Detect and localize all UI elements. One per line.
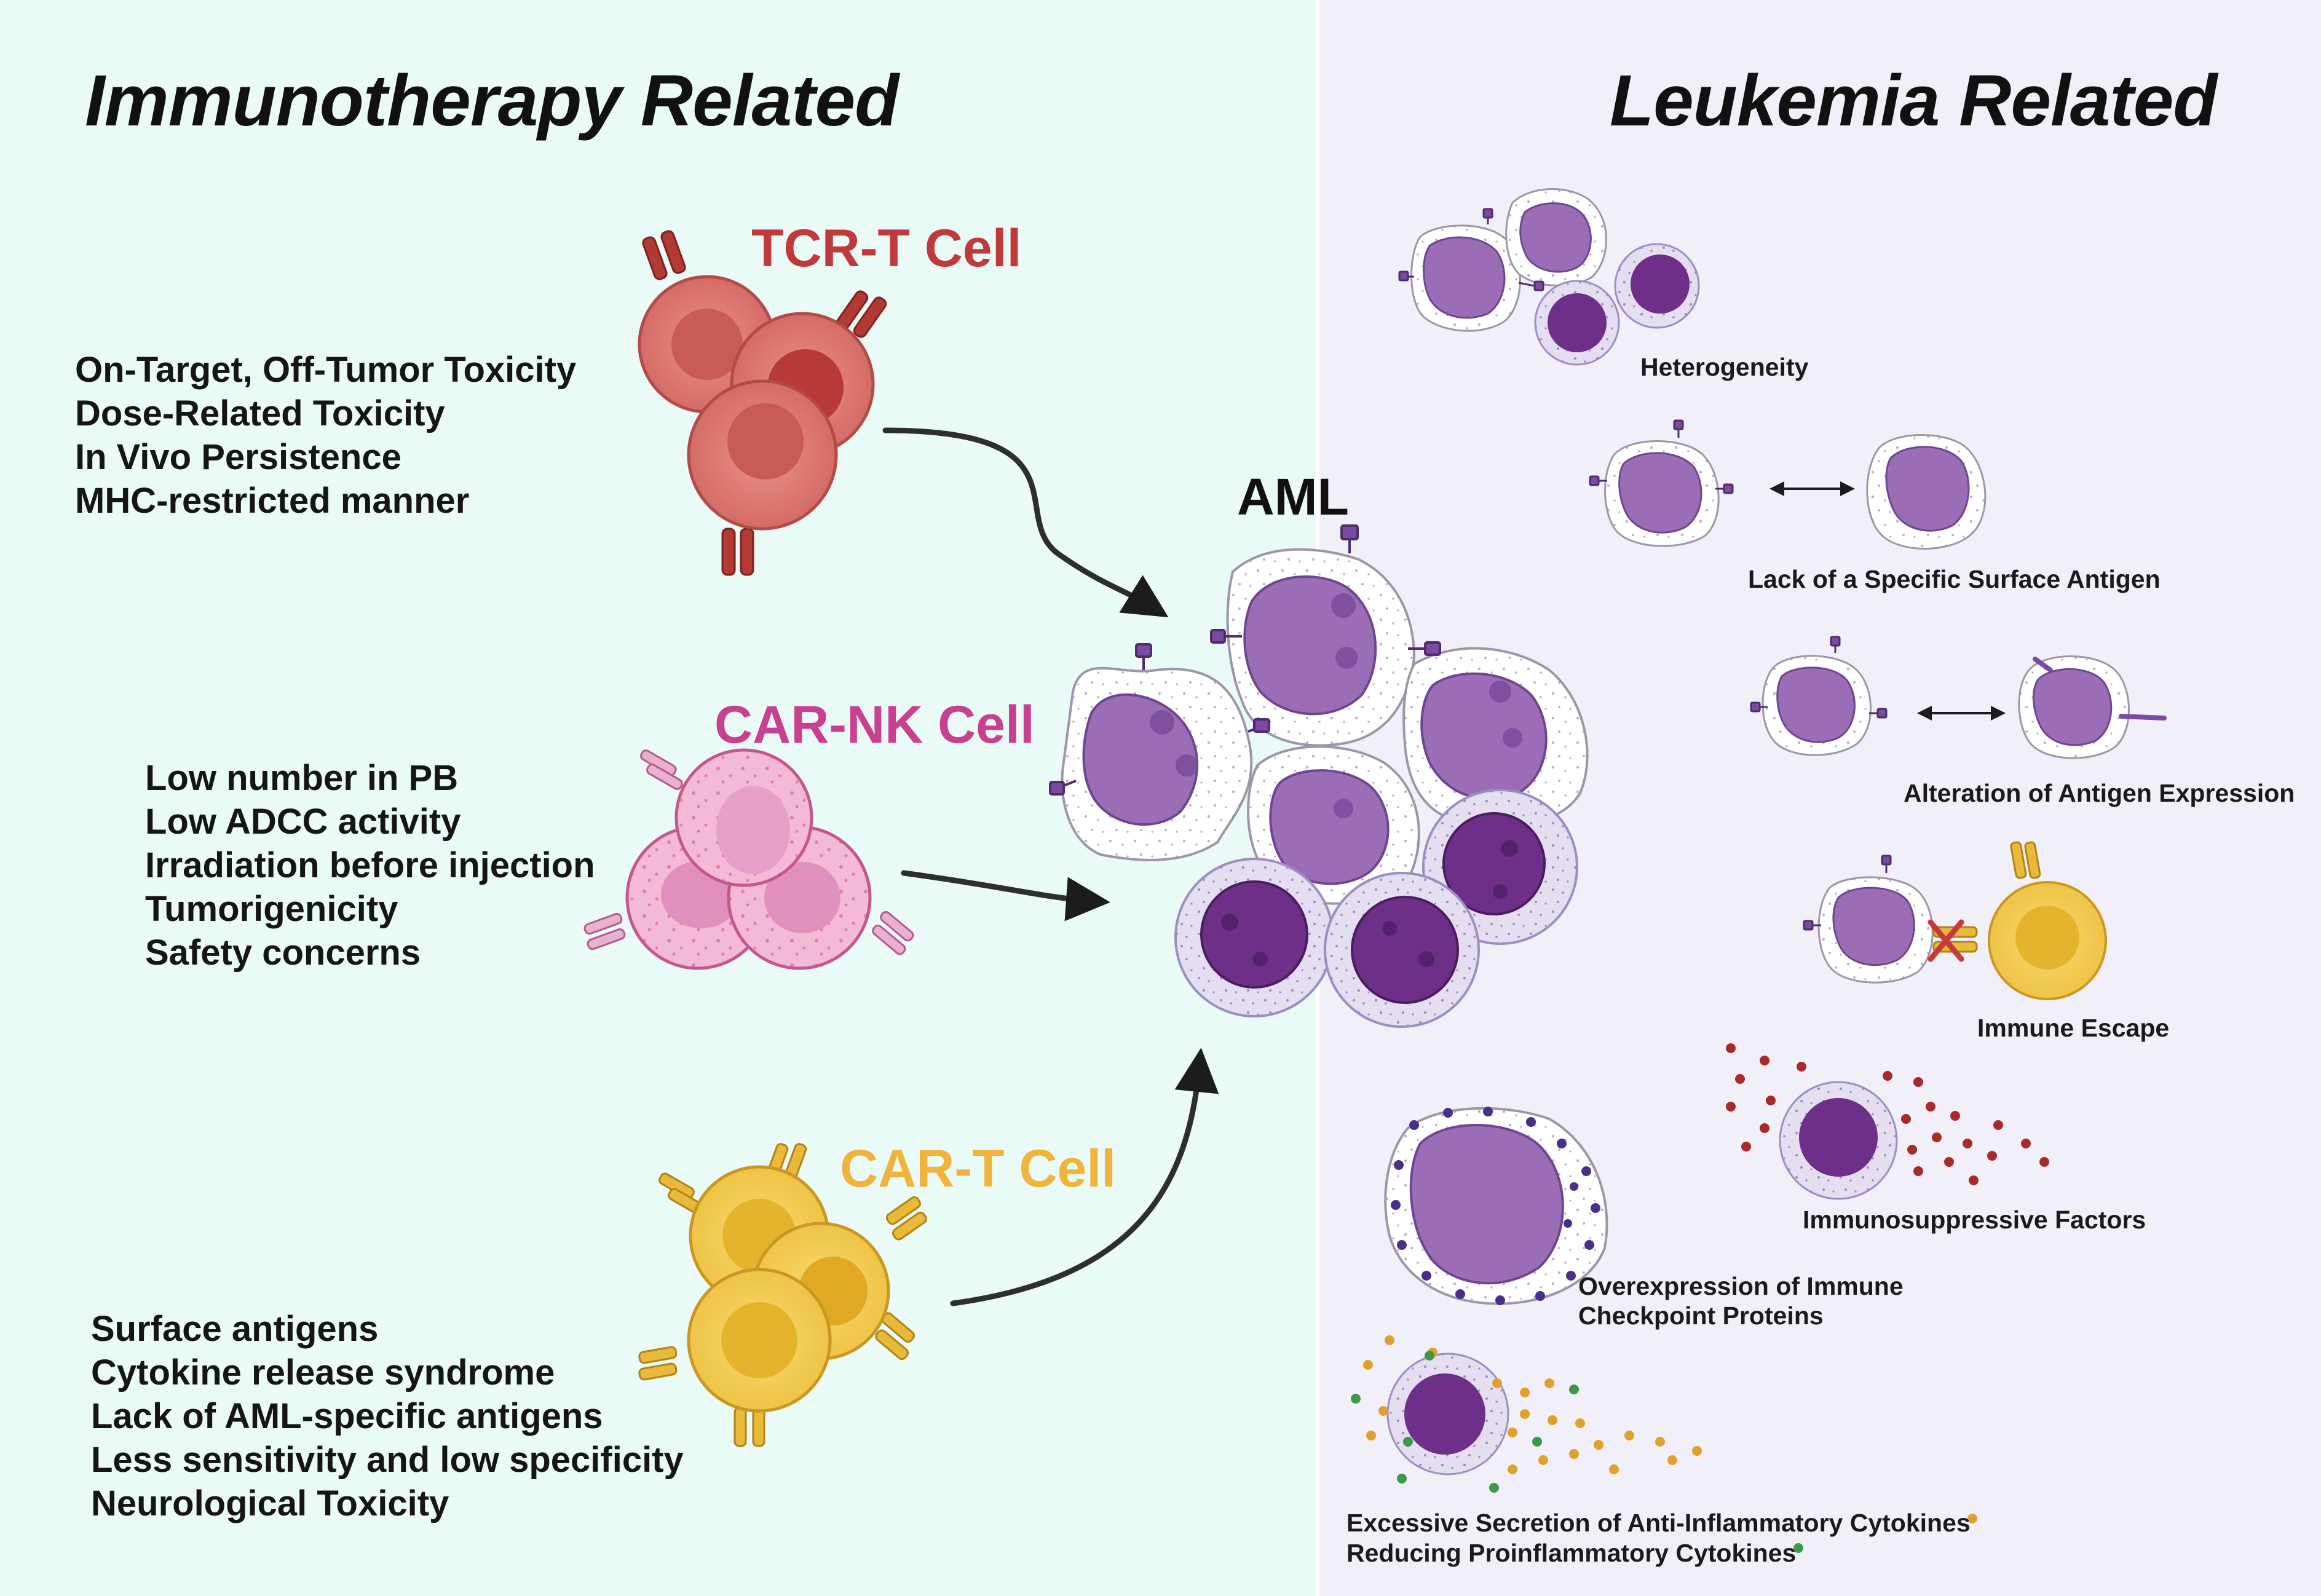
list-item: MHC-restricted manner: [75, 481, 470, 521]
list-item: Lack of AML-specific antigens: [91, 1396, 603, 1436]
heterogeneity-caption: Heterogeneity: [1640, 353, 1809, 381]
antigen-alteration-illustration: [1750, 636, 2167, 759]
list-item: Surface antigens: [91, 1309, 379, 1349]
car-nk-challenge-list: Low number in PB Low ADCC activity Irrad…: [145, 756, 595, 974]
aml-dark-cell: [1324, 872, 1480, 1028]
list-item: Neurological Toxicity: [91, 1483, 449, 1523]
tcr-t-arrow: [882, 427, 1169, 618]
list-item: Dose-Related Toxicity: [75, 393, 445, 433]
tcr-t-challenge-list: On-Target, Off-Tumor Toxicity Dose-Relat…: [75, 348, 576, 523]
list-item: Tumorigenicity: [145, 889, 398, 929]
therapy-arrows: [882, 427, 1219, 1306]
car-nk-cell-title: CAR-NK Cell: [714, 695, 1035, 754]
blocked-icon: [1928, 919, 1964, 962]
checkpoint-caption: Overexpression of Immune Checkpoint Prot…: [1578, 1272, 1904, 1330]
immunotherapy-heading: Immunotherapy Related: [85, 60, 899, 141]
car-nk-cell-cluster: [583, 748, 914, 970]
anti-inflammatory-key-icon: [1967, 1514, 1977, 1523]
lack-of-antigen-illustration: [1589, 419, 1987, 550]
aml-blast-cluster: [1049, 524, 1589, 1028]
list-item: Less sensitivity and low specificity: [91, 1440, 684, 1480]
aml-blast-cell: [1226, 548, 1416, 747]
leukemia-heading: Leukemia Related: [1610, 60, 2217, 141]
car-receptor-icon: [583, 749, 914, 955]
list-item: Cytokine release syndrome: [91, 1353, 555, 1393]
immune-escape-caption: Immune Escape: [1977, 1014, 2170, 1042]
checkpoint-overexpression-illustration: [1384, 1107, 1608, 1305]
list-item: Low number in PB: [145, 758, 459, 798]
car-t-receptor-icon: [638, 1143, 927, 1447]
lack-of-antigen-caption: Lack of a Specific Surface Antigen: [1748, 565, 2161, 593]
tcr-t-cell-title: TCR-T Cell: [751, 219, 1022, 278]
car-t-arrow: [950, 1048, 1219, 1306]
cytokine-illustration: [1351, 1335, 1977, 1553]
tcr-receptor-icon: [642, 230, 887, 576]
heterogeneity-illustration: [1398, 188, 1700, 366]
surface-antigen-icon: [1049, 524, 1441, 796]
immunosuppressive-factors-illustration: [1726, 1043, 2049, 1200]
proinflammatory-key-icon: [1793, 1543, 1803, 1553]
immune-escape-illustration: [1803, 841, 2107, 1000]
tcr-t-cell-cluster: [638, 230, 887, 576]
car-nk-arrow: [901, 870, 1110, 922]
list-item: Safety concerns: [145, 933, 421, 973]
aml-label: AML: [1237, 468, 1349, 526]
car-t-cell-cluster: [638, 1143, 927, 1447]
aml-blast-cell: [1061, 666, 1253, 861]
list-item: In Vivo Persistence: [75, 437, 401, 477]
antigen-alteration-caption: Alteration of Antigen Expression: [1904, 779, 2295, 807]
proinflammatory-caption: Reducing Proinflammatory Cytokines: [1346, 1539, 1797, 1567]
immunosuppressive-factors-caption: Immunosuppressive Factors: [1803, 1206, 2146, 1234]
car-t-cell-title: CAR-T Cell: [840, 1139, 1117, 1198]
anti-inflammatory-caption: Excessive Secretion of Anti-Inflammatory…: [1346, 1509, 1971, 1537]
car-t-challenge-list: Surface antigens Cytokine release syndro…: [91, 1307, 684, 1525]
aml-dark-cell: [1174, 858, 1334, 1017]
list-item: On-Target, Off-Tumor Toxicity: [75, 350, 577, 390]
list-item: Low ADCC activity: [145, 802, 461, 842]
aml-blast-cell: [1402, 647, 1589, 828]
list-item: Irradiation before injection: [145, 845, 595, 885]
aml-blast-cell: [1246, 745, 1420, 905]
